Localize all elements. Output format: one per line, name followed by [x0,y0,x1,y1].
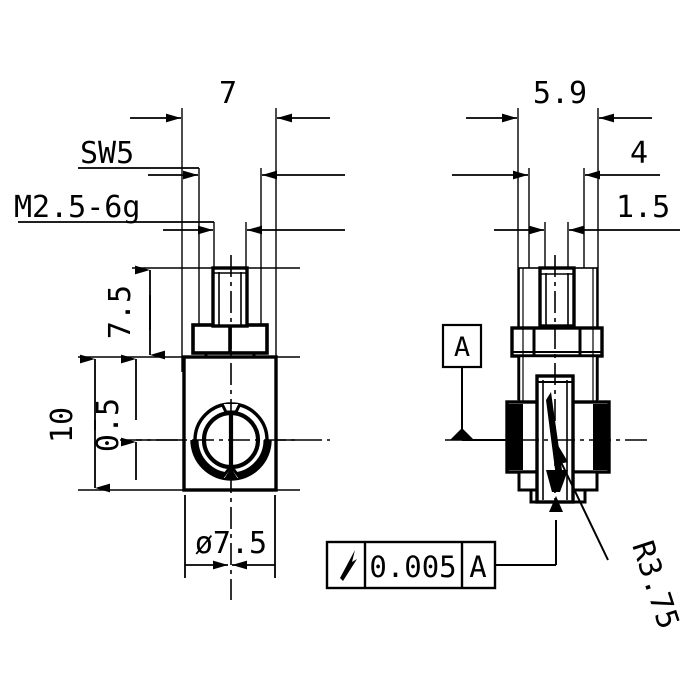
dim-thread-spec: M2.5-6g [14,190,140,225]
dim-radius: R3.75 [624,537,685,634]
radius-leader [559,459,609,561]
runout-slash-symbol-icon [340,550,357,581]
side-view-center-lines [445,255,650,510]
dim-body-height: 10 [45,407,80,443]
front-view-threaded-stud [211,266,249,328]
dim-side-width-mid: 4 [630,136,648,171]
radius-arrowhead [553,437,568,464]
front-view: 7 SW5 M2.5-6g 7.5 10 0.5 ø7.5 [14,76,345,600]
front-view-hex-nut [191,323,269,359]
dim-side-width: 5.9 [533,76,587,111]
front-view-leader-lines [18,167,214,223]
datum-feature-symbol: A [441,323,520,441]
feature-control-frame: 0.005 A [325,496,563,590]
dim-bore-offset: 0.5 [91,398,126,452]
fcf-tolerance-value: 0.005 [369,550,456,584]
dim-side-width-inner: 1.5 [616,190,670,225]
datum-label: A [454,332,470,363]
dim-stud-length: 7.5 [103,285,138,339]
side-view-body [505,266,611,504]
side-view-dimension-lines [452,113,680,235]
dim-front-width: 7 [219,76,237,111]
fcf-leader-line [495,520,557,566]
dim-wrench-size: SW5 [80,136,134,171]
dim-bore-diameter: ø7.5 [195,526,267,561]
front-view-diameter-extension-lines [184,495,276,578]
fcf-datum-reference: A [469,550,486,584]
front-view-dimension-lines [80,113,345,570]
fcf-arrowhead-icon [549,496,563,512]
front-view-center-lines [120,255,330,600]
datum-triangle-icon [450,428,474,440]
